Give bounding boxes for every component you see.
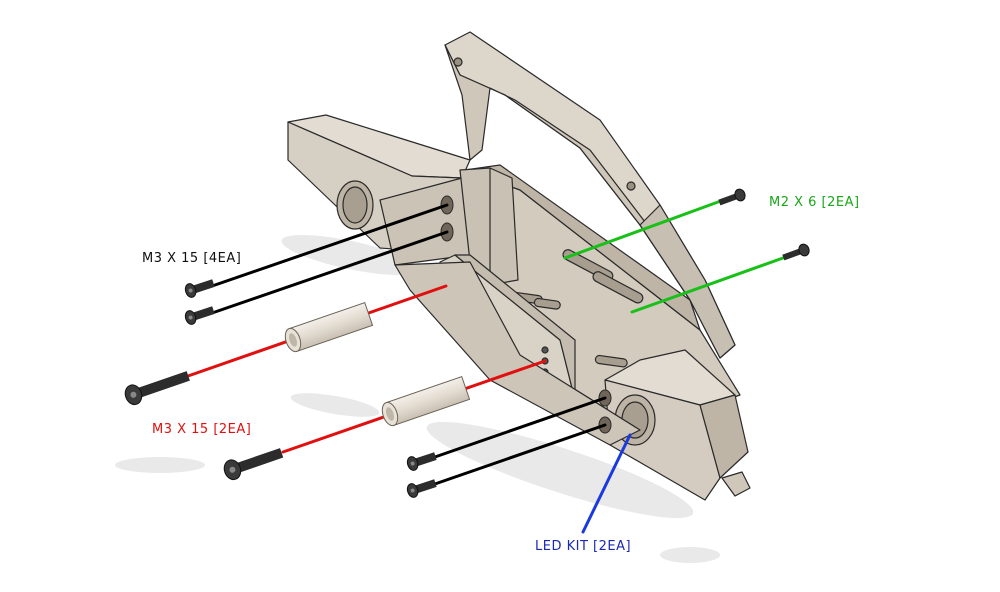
- front-lip: [394, 261, 641, 446]
- hoop-right-post: [639, 204, 736, 359]
- winch-slot: [592, 271, 644, 304]
- label-led-kit: LED KIT [2EA]: [535, 539, 632, 554]
- shackle-tab: [721, 471, 751, 497]
- hoop-mount-hole: [626, 181, 636, 191]
- label-m3-x-15-2ea: M3 X 15 [2EA]: [152, 422, 252, 437]
- m2-screw: [782, 243, 810, 261]
- label-m3-x-15-4ea: M3 X 15 [4EA]: [142, 251, 242, 266]
- green-leader-lines: [563, 200, 785, 314]
- spacer-tube: [284, 301, 374, 353]
- black-leader-lines: [213, 203, 607, 487]
- m3-screw-black: [184, 279, 215, 298]
- m2-screw: [718, 188, 746, 206]
- m3-screw-black: [184, 306, 215, 325]
- ground-shadows: [115, 235, 720, 563]
- m3-screw-long: [124, 371, 190, 406]
- m3-screw-black: [406, 452, 437, 471]
- fairlead-plate-edge: [454, 254, 576, 401]
- winch-slot: [594, 354, 628, 368]
- right-wing-side: [699, 394, 749, 479]
- winch-slot: [533, 297, 561, 310]
- m3-screw-black: [406, 479, 437, 498]
- hoop-mount-hole: [453, 57, 463, 67]
- m3-screw-long: [223, 448, 284, 481]
- spacer-tube: [381, 375, 471, 427]
- blue-leader-line: [581, 433, 632, 534]
- label-m2-x-6: M2 X 6 [2EA]: [769, 195, 860, 210]
